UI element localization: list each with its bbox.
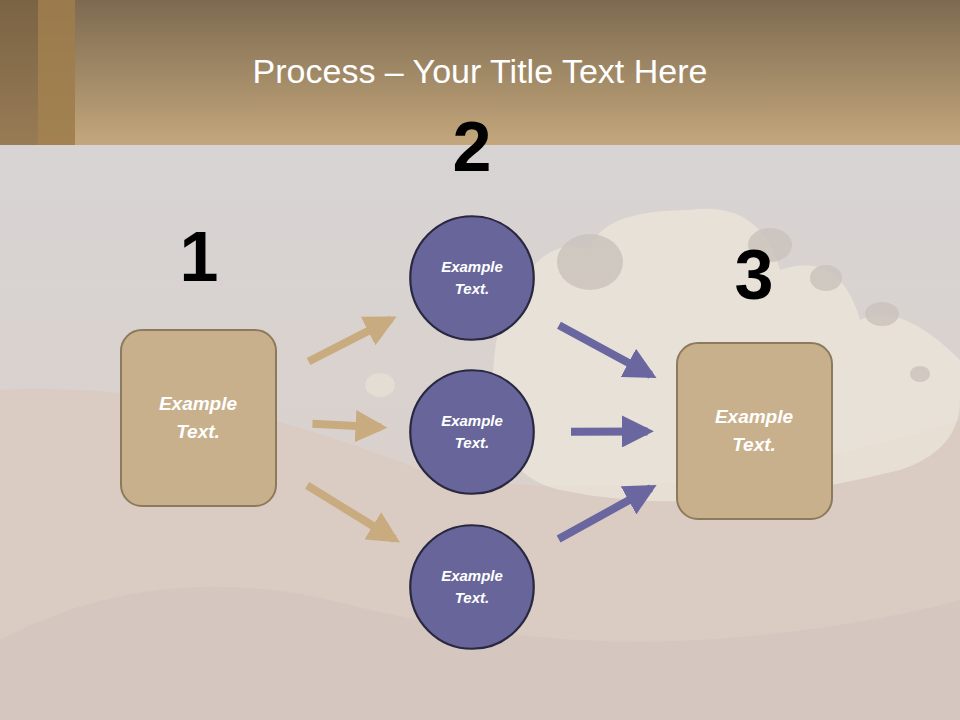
flow-arrow xyxy=(571,427,648,435)
node-text: Example Text. xyxy=(432,565,512,610)
flow-arrow xyxy=(559,325,651,375)
node-text: Example Text. xyxy=(432,256,512,301)
circle-outline xyxy=(409,524,535,650)
flow-arrow xyxy=(559,488,651,539)
flow-arrow xyxy=(312,424,381,428)
circle-outline xyxy=(409,215,535,341)
node-text: Example Text. xyxy=(699,403,809,460)
step-number: 1 xyxy=(180,222,219,292)
process-box: Example Text. xyxy=(676,342,833,520)
process-circle: Example Text. xyxy=(409,524,535,650)
step-number: 3 xyxy=(735,240,774,310)
slide-title: Process – Your Title Text Here xyxy=(0,52,960,91)
process-box: Example Text. xyxy=(120,329,277,507)
step-number: 2 xyxy=(453,112,492,182)
process-circle: Example Text. xyxy=(409,369,535,495)
circle-outline xyxy=(409,369,535,495)
flow-arrow xyxy=(309,319,391,361)
node-text: Example Text. xyxy=(143,390,253,447)
flow-arrow xyxy=(307,485,394,539)
process-circle: Example Text. xyxy=(409,215,535,341)
node-text: Example Text. xyxy=(432,410,512,455)
